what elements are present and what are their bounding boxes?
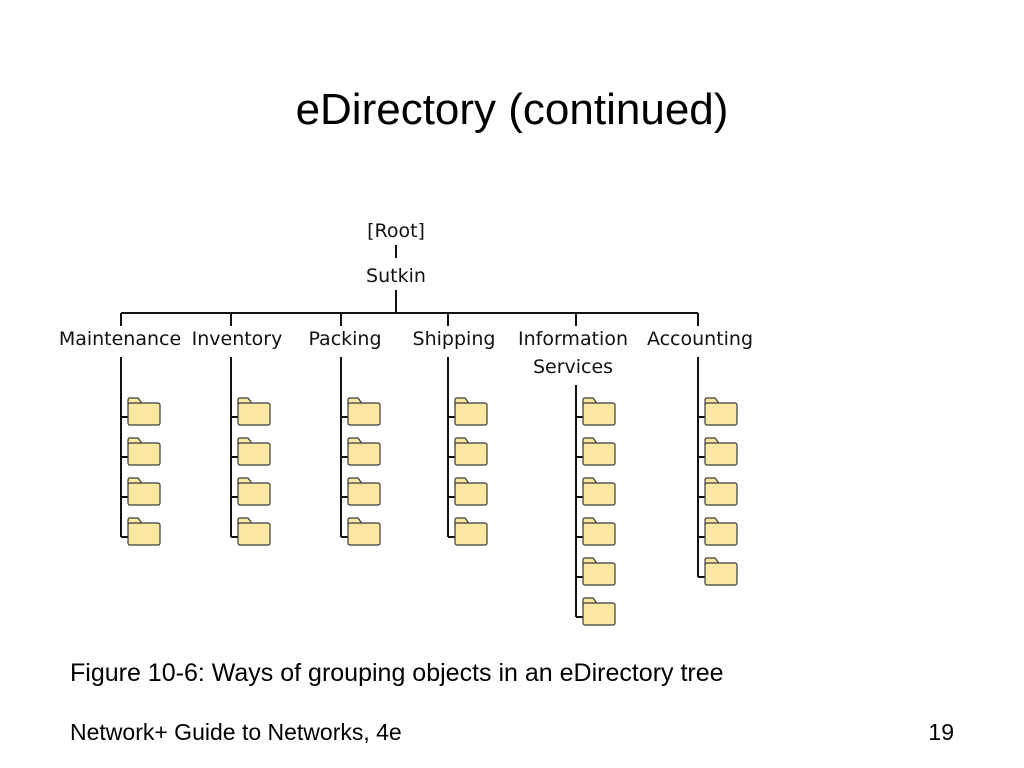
slide-title: eDirectory (continued) xyxy=(295,85,729,134)
folder-icon xyxy=(582,477,616,506)
folder-icon xyxy=(347,477,381,506)
org-unit-0: Maintenance xyxy=(59,328,181,546)
org-unit-label: Information xyxy=(518,328,628,350)
org-unit-3: Shipping xyxy=(413,328,496,546)
folder-icon xyxy=(454,477,488,506)
org-unit-label: Inventory xyxy=(192,328,283,350)
folder-icon xyxy=(454,517,488,546)
folder-icon xyxy=(237,437,271,466)
root-node-label: [Root] xyxy=(367,220,425,242)
folder-icon xyxy=(704,397,738,426)
figure-caption: Figure 10-6: Ways of grouping objects in… xyxy=(70,659,724,687)
org-unit-2: Packing xyxy=(308,328,382,546)
org-unit-label: Maintenance xyxy=(59,328,181,350)
org-unit-label: Packing xyxy=(308,328,381,350)
folder-icon xyxy=(237,477,271,506)
folder-icon xyxy=(127,517,161,546)
organization-node-label: Sutkin xyxy=(366,265,426,287)
page-number: 19 xyxy=(928,719,954,745)
folder-icon xyxy=(127,477,161,506)
footer-book-title: Network+ Guide to Networks, 4e xyxy=(70,719,402,745)
folder-icon xyxy=(582,437,616,466)
folder-icon xyxy=(347,517,381,546)
organizational-units: Maintenance Inventory Packing Shipping Infor… xyxy=(59,328,753,626)
folder-icon xyxy=(582,597,616,626)
folder-icon xyxy=(347,397,381,426)
folder-icon xyxy=(704,517,738,546)
folder-icon xyxy=(127,437,161,466)
folder-icon xyxy=(582,397,616,426)
folder-icon xyxy=(704,477,738,506)
folder-icon xyxy=(454,397,488,426)
tree-connectors xyxy=(120,245,706,618)
folder-icon xyxy=(704,557,738,586)
folder-icon xyxy=(237,517,271,546)
org-unit-label: Services xyxy=(533,356,613,378)
org-unit-5: Accounting xyxy=(647,328,753,586)
folder-icon xyxy=(454,437,488,466)
org-unit-label: Shipping xyxy=(413,328,496,350)
org-unit-label: Accounting xyxy=(647,328,753,350)
folder-icon xyxy=(237,397,271,426)
folder-icon xyxy=(704,437,738,466)
folder-icon xyxy=(347,437,381,466)
org-unit-1: Inventory xyxy=(192,328,283,546)
folder-icon xyxy=(127,397,161,426)
folder-icon xyxy=(582,517,616,546)
folder-icon xyxy=(582,557,616,586)
